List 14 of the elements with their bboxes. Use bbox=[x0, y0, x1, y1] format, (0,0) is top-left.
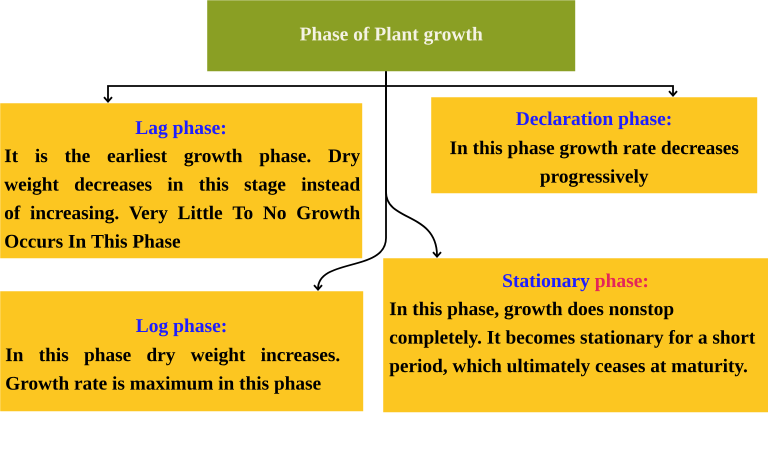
phase-heading: Stationary phase: bbox=[503, 273, 648, 292]
phase-heading: Log phase: bbox=[136, 318, 226, 336]
phase-heading: Lag phase: bbox=[136, 120, 226, 138]
phase-box bbox=[0, 103, 362, 258]
phase-box bbox=[431, 97, 758, 194]
title-box: Phase of Plant growth bbox=[207, 0, 576, 72]
phase-heading: Declaration phase: bbox=[516, 111, 671, 130]
phase-description: In this phase growth rate decreases progressively bbox=[450, 140, 738, 187]
arrow bbox=[385, 71, 442, 258]
phase-description: In this phase dry weight increases. Growth rate is maximum in this phase bbox=[6, 348, 340, 394]
phase-description: It is the earliest growth phase. Dry weight decreases in this stage instead of increasing. Very Little To No Growth Occurs In This Phase bbox=[4, 148, 360, 248]
phase-box bbox=[383, 258, 768, 412]
phase-description: In this phase, growth does nonstop completely. It becomes stationary for a short period, which ultimately ceases at maturity. bbox=[389, 302, 756, 376]
phase-box bbox=[0, 291, 364, 412]
